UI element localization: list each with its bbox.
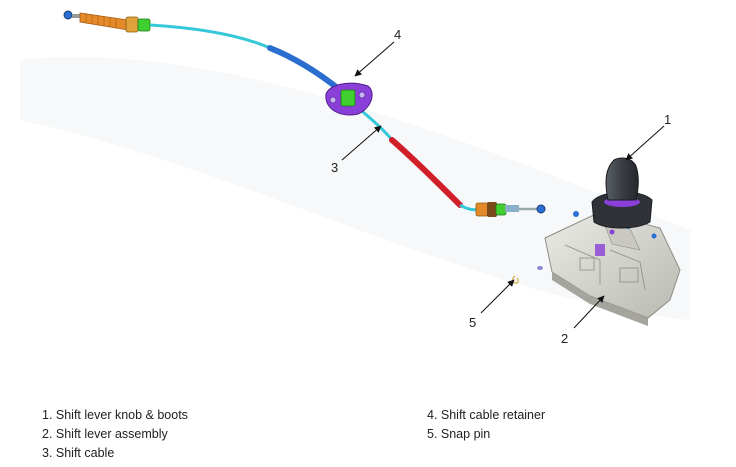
- legend-item-4: 4. Shift cable retainer: [427, 408, 546, 422]
- callout-number-2: 2: [561, 331, 568, 346]
- callout-number-3: 3: [331, 160, 338, 175]
- legend-right-column: 4. Shift cable retainer 5. Snap pin: [427, 406, 545, 444]
- callout-number-1: 1: [664, 112, 671, 127]
- cable-left-end-fitting: [63, 10, 151, 33]
- legend-item-3: 3. Shift cable: [42, 446, 115, 460]
- cable-right-end-fitting: [475, 202, 546, 217]
- shift-cable-retainer: [325, 82, 373, 116]
- legend-item-2: 2. Shift lever assembly: [42, 427, 168, 441]
- legend-item-1: 1. Shift lever knob & boots: [42, 408, 188, 422]
- callout-number-4: 4: [394, 27, 401, 42]
- legend-left-column: 1. Shift lever knob & boots 2. Shift lev…: [42, 406, 188, 463]
- snap-pin: [512, 266, 543, 284]
- callout-arrows: [341, 41, 665, 329]
- shift-lever-knob-and-boots: [591, 157, 653, 229]
- shift-lever-assembly: [544, 211, 681, 326]
- legend-item-5: 5. Snap pin: [427, 427, 491, 441]
- exploded-diagram: 1 2 3 4 5: [20, 10, 690, 346]
- callout-number-5: 5: [469, 315, 476, 330]
- floor-shadow: [20, 56, 690, 320]
